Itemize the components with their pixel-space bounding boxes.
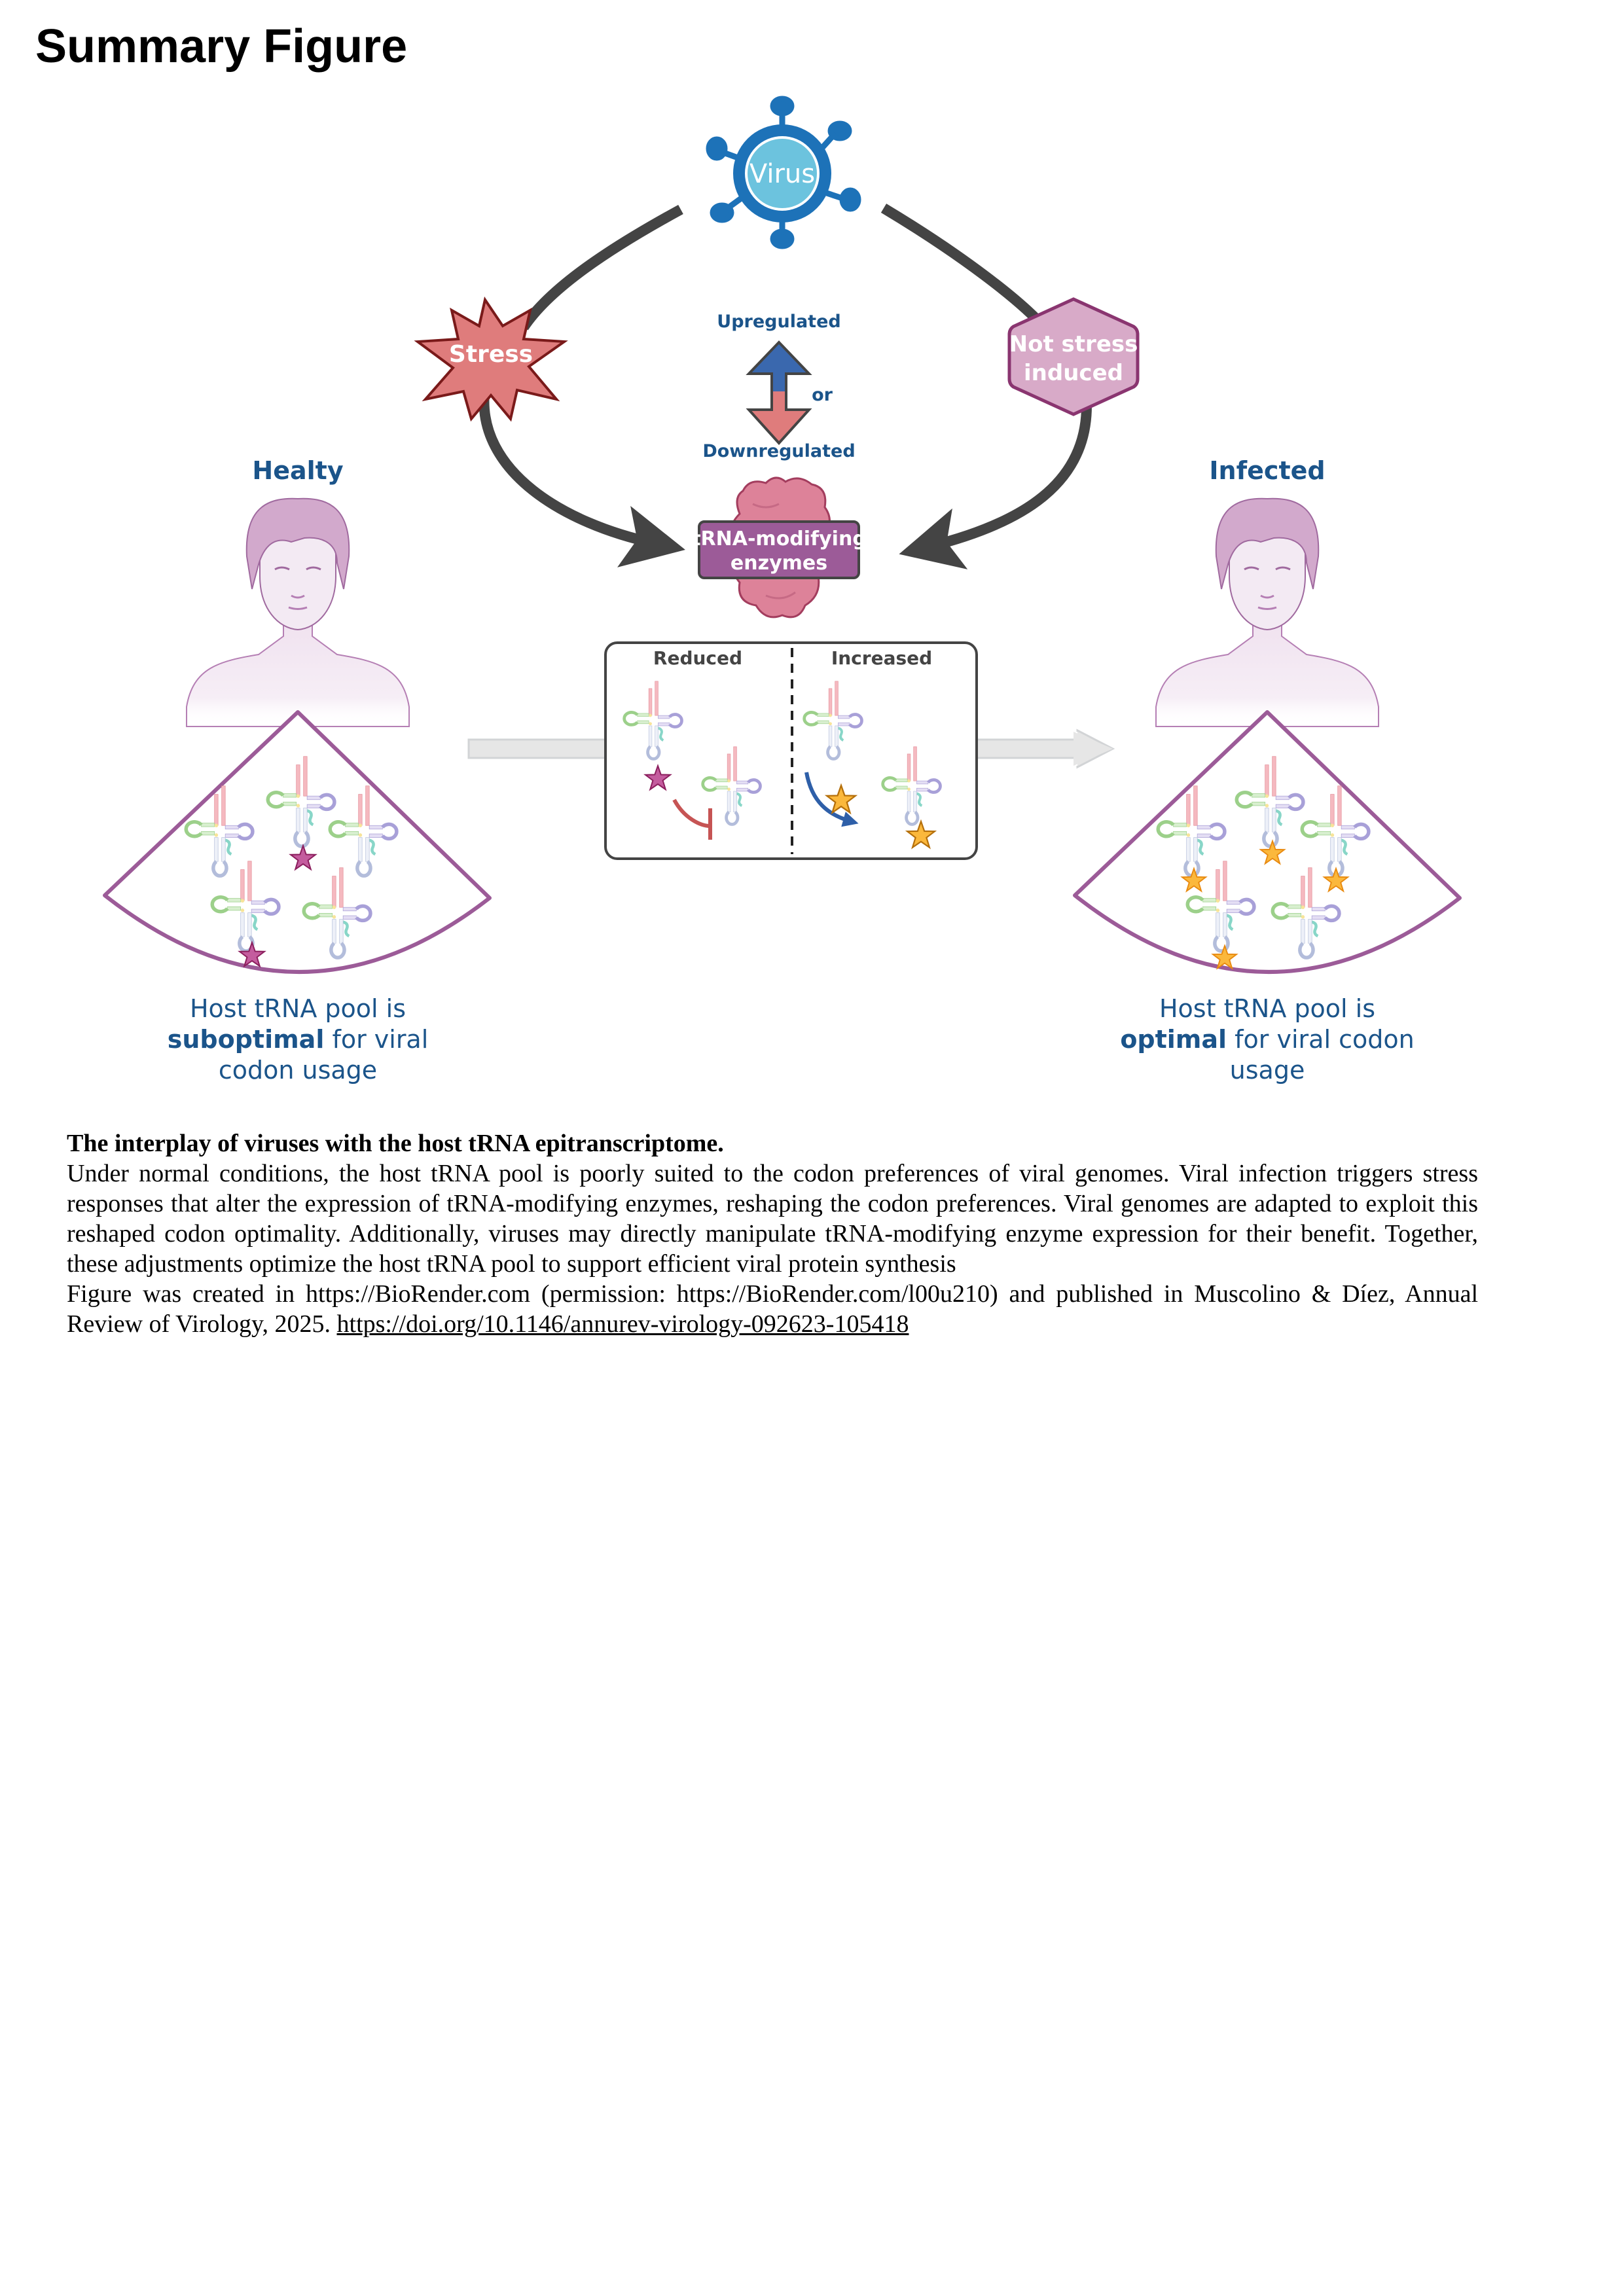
arrow-not-stress-to-enzymes bbox=[899, 405, 1092, 569]
arrow-stress-to-enzymes bbox=[478, 392, 685, 567]
infected-trna-pool bbox=[1073, 710, 1462, 974]
healthy-person: Healty bbox=[186, 456, 410, 727]
doi-link[interactable]: https://doi.org/10.1146/annurev-virology… bbox=[336, 1310, 909, 1338]
panel-reduced-label: Reduced bbox=[653, 647, 742, 669]
caption-credit: Figure was created in https://BioRender.… bbox=[67, 1279, 1478, 1339]
or-label: or bbox=[812, 385, 833, 405]
summary-figure: Virus Stress Not stress induced Upregula… bbox=[103, 96, 1462, 974]
healthy-label: Healty bbox=[252, 456, 343, 485]
enzyme-label-line1: tRNA-modifying bbox=[691, 528, 867, 550]
virus-label: Virus bbox=[749, 159, 815, 189]
page-title: Summary Figure bbox=[35, 20, 408, 73]
downregulated-label: Downregulated bbox=[702, 441, 855, 461]
infected-pool-caption: Host tRNA pool is optimal for viral codo… bbox=[1097, 994, 1437, 1086]
infected-pool-bold: optimal bbox=[1120, 1025, 1227, 1054]
upregulated-label: Upregulated bbox=[717, 312, 840, 332]
infected-pool-line2: for viral codon bbox=[1227, 1025, 1415, 1054]
healthy-trna-pool bbox=[103, 710, 492, 974]
not-stress-label-line1: Not stress bbox=[1009, 331, 1138, 357]
infected-pool-line1: Host tRNA pool is bbox=[1159, 994, 1375, 1023]
arrow-virus-to-not-stress bbox=[880, 204, 1049, 331]
modification-panel: Reduced Increased bbox=[604, 641, 978, 860]
not-stress-label-line2: induced bbox=[1024, 360, 1123, 386]
figure-caption: The interplay of viruses with the host t… bbox=[67, 1128, 1478, 1339]
infected-pool-line3: usage bbox=[1229, 1056, 1305, 1085]
enzyme-icon: tRNA-modifying enzymes bbox=[691, 476, 867, 619]
caption-credit-text: Figure was created in https://BioRender.… bbox=[67, 1280, 1478, 1338]
inhibition-arrow bbox=[672, 798, 711, 828]
caption-title: The interplay of viruses with the host t… bbox=[67, 1130, 724, 1157]
not-stress-induced-hexagon: Not stress induced bbox=[1007, 297, 1140, 416]
enzyme-label-line2: enzymes bbox=[731, 552, 827, 575]
enzyme-label-box bbox=[698, 520, 860, 579]
stress-starburst: Stress bbox=[414, 296, 568, 422]
arrow-virus-to-stress bbox=[519, 204, 683, 331]
virus-icon: Virus bbox=[706, 96, 861, 249]
infected-label: Infected bbox=[1209, 456, 1325, 485]
healthy-pool-line1: Host tRNA pool is bbox=[189, 994, 406, 1023]
healthy-pool-line2: for viral bbox=[324, 1025, 429, 1054]
caption-body: Under normal conditions, the host tRNA p… bbox=[67, 1160, 1478, 1278]
healthy-pool-line3: codon usage bbox=[218, 1056, 378, 1085]
stress-label: Stress bbox=[449, 341, 533, 368]
infected-person: Infected bbox=[1155, 456, 1379, 727]
activation-arrow bbox=[804, 772, 859, 827]
healthy-pool-caption: Host tRNA pool is suboptimal for viral c… bbox=[128, 994, 468, 1086]
panel-increased-label: Increased bbox=[831, 647, 932, 669]
regulation-indicator: Upregulated or Downregulated bbox=[702, 312, 855, 461]
healthy-pool-bold: suboptimal bbox=[167, 1025, 325, 1054]
